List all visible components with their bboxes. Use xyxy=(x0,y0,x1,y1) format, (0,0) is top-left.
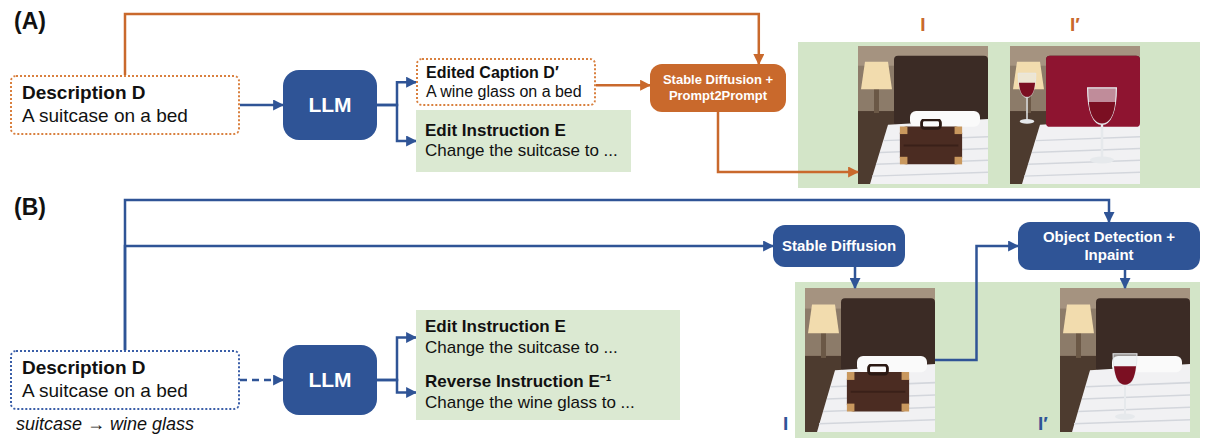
model-box: LLM xyxy=(283,345,377,415)
image-frame: I′ xyxy=(1010,46,1140,184)
box-label: LLM xyxy=(308,367,351,392)
body-text: A wine glass on a bed xyxy=(426,82,582,101)
process-box: Stable Diffusion + Prompt2Prompt xyxy=(650,64,786,112)
body-text: Change the suitcase to ... xyxy=(425,141,618,161)
image-label: I xyxy=(783,413,788,436)
input-box: Description DA suitcase on a bed xyxy=(10,75,240,135)
image-label: I′ xyxy=(1038,413,1048,436)
arrow-connector xyxy=(935,246,1018,360)
image-label: I xyxy=(920,14,925,37)
arrow-connector xyxy=(377,380,416,393)
body-text: Change the wine glass to ... xyxy=(425,393,635,413)
instruction-box: Edit Instruction EChange the suitcase to… xyxy=(416,310,680,365)
box-label: LLM xyxy=(308,92,351,117)
model-box: LLM xyxy=(283,70,377,140)
panel-label: (A) xyxy=(14,8,46,35)
arrow-connector xyxy=(1124,270,1127,288)
process-box: Stable Diffusion xyxy=(773,225,905,267)
heading-text: Description D xyxy=(22,357,146,380)
arrow-connector xyxy=(377,338,416,381)
heading-text: Reverse Instruction E⁻¹ xyxy=(425,372,611,392)
generated-image xyxy=(805,288,935,432)
panel-label: (B) xyxy=(14,194,46,221)
instruction-box: Edit Instruction EChange the suitcase to… xyxy=(416,110,631,172)
arrow-connector xyxy=(377,105,416,141)
box-label: Stable Diffusion xyxy=(782,237,896,255)
arrow-connector xyxy=(240,379,283,382)
image-frame: I xyxy=(805,288,935,432)
process-box: Object Detection + Inpaint xyxy=(1018,222,1200,270)
image-frame: I′ xyxy=(1060,288,1190,432)
instruction-box: Reverse Instruction E⁻¹Change the wine g… xyxy=(416,365,680,420)
arrow-connector xyxy=(718,112,858,172)
edited-image xyxy=(1010,46,1140,184)
arrow-connector xyxy=(240,104,283,107)
arrow-connector xyxy=(377,82,416,105)
note-text: suitcase → wine glass xyxy=(16,414,194,436)
body-text: A suitcase on a bed xyxy=(22,105,188,128)
body-text: Change the suitcase to ... xyxy=(425,338,618,358)
box-label: Stable Diffusion + Prompt2Prompt xyxy=(656,72,780,103)
heading-text: Edit Instruction E xyxy=(425,317,566,337)
image-label: I′ xyxy=(1070,14,1080,37)
body-text: A suitcase on a bed xyxy=(22,380,188,403)
heading-text: Edit Instruction E xyxy=(425,121,566,141)
image-frame: I xyxy=(858,46,988,184)
caption-box: Edited Caption D′A wine glass on a bed xyxy=(416,58,596,106)
generated-image xyxy=(858,46,988,184)
image-panel xyxy=(795,282,1200,438)
arrow-connector xyxy=(596,84,650,87)
image-panel xyxy=(798,42,1200,188)
heading-text: Description D xyxy=(22,82,146,105)
edited-image xyxy=(1060,288,1190,432)
arrow-connector xyxy=(854,267,857,288)
input-box: Description DA suitcase on a bedsuitcase… xyxy=(10,350,240,410)
heading-text: Edited Caption D′ xyxy=(426,63,559,82)
box-label: Object Detection + Inpaint xyxy=(1026,228,1192,264)
